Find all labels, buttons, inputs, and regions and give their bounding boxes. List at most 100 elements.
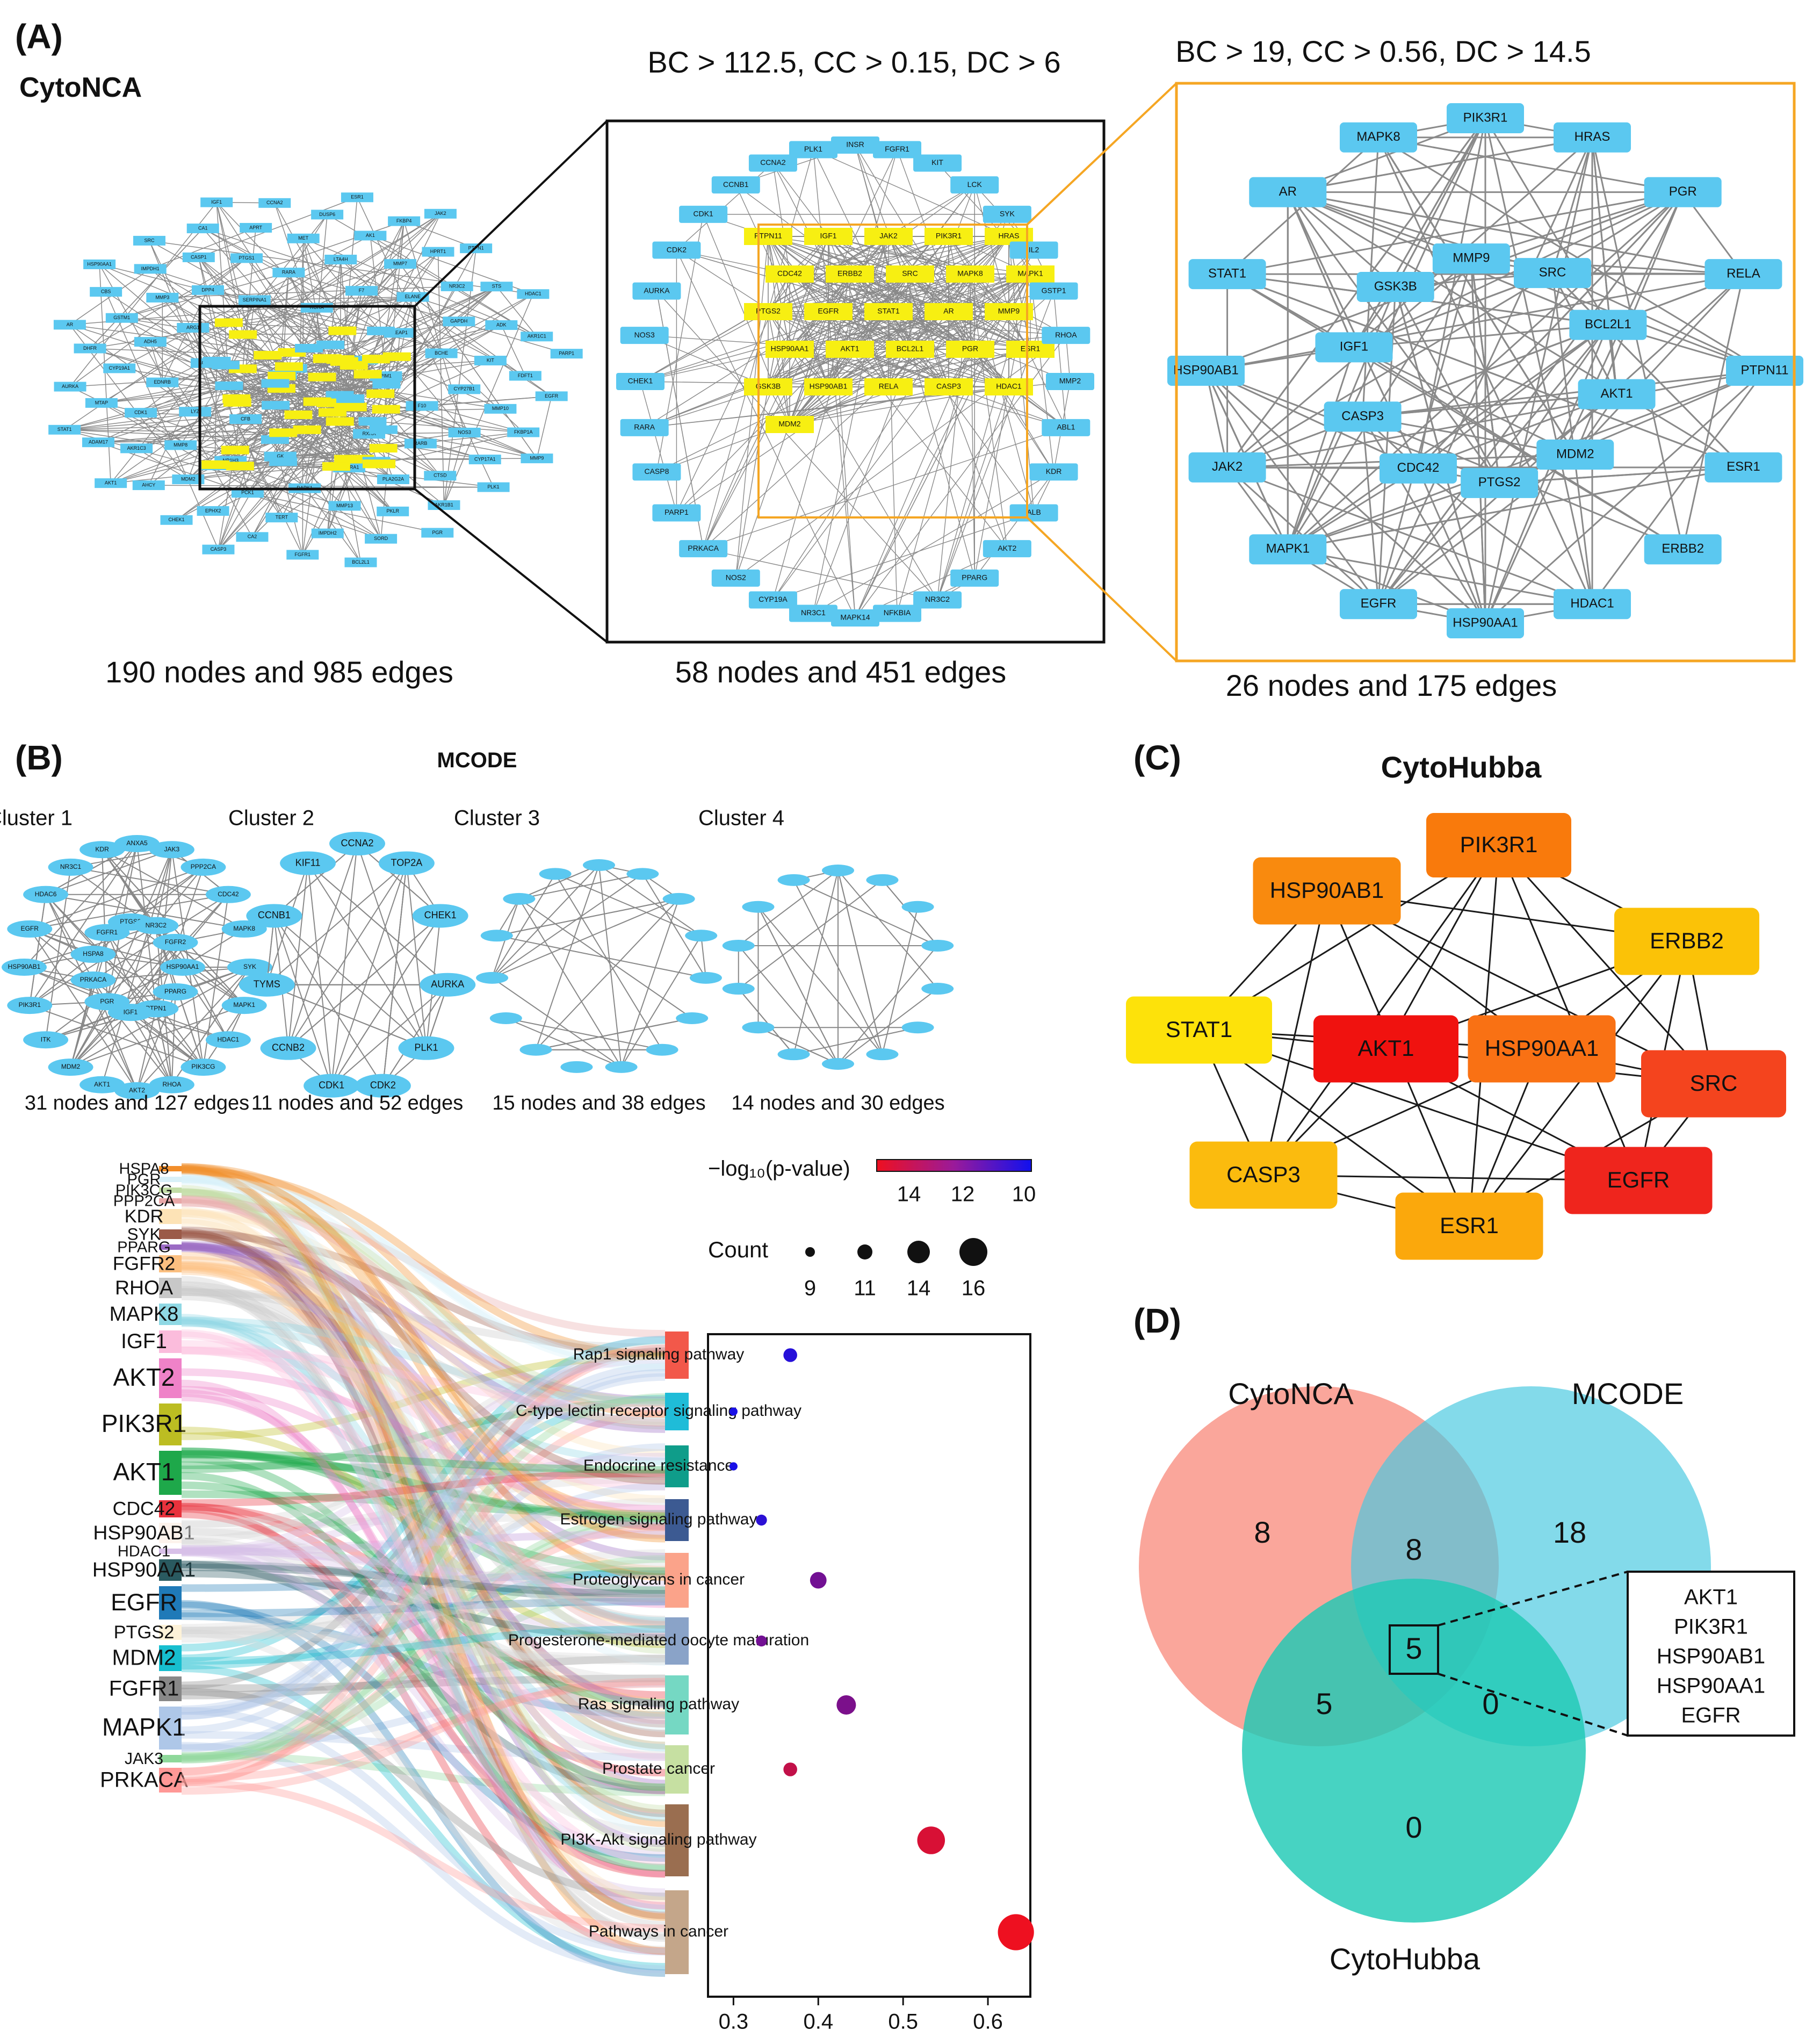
sankey-link [181,1625,666,1665]
network-node [366,389,395,398]
sankey-gene-bar [159,1676,182,1701]
network-edge [307,862,427,1049]
network-edge [620,898,680,1068]
sankey-link [181,1512,666,1761]
cluster-caption: 15 nodes and 38 edges [492,1092,705,1114]
hubba-node [1468,1015,1616,1083]
sankey-gene-label: PPP2CA [113,1193,175,1210]
cluster-node [48,1059,93,1076]
network-node [202,544,235,555]
network-node [477,482,510,492]
sankey-link [181,1208,666,1457]
network-node [507,427,540,437]
sankey-link [181,1451,666,1520]
core-node [1644,177,1722,207]
zoom-line-top [414,120,608,307]
network-node-label: LTA4H [334,256,348,262]
dotplot-point [756,1514,767,1526]
network-node-label: CHEK1 [169,517,185,522]
network-node [831,136,879,154]
network-edge [281,325,502,377]
network-node [950,569,999,587]
network-node-label: AR [67,322,74,327]
hubba-edge [1262,845,1500,1176]
network-node-label: PIM1 [380,373,392,378]
network-node-label: MET [298,235,309,241]
network-node-label: NR3C2 [925,595,950,603]
network-edge [1377,136,1576,455]
network-node [229,330,257,339]
sankey-link [181,1314,666,1822]
network-edge [1591,370,1766,605]
network-node-label: PCK1 [241,490,254,495]
cluster-node [153,983,198,1000]
network-node [353,370,382,379]
pvalue-legend-title: −log₁₀(p-value) [708,1157,850,1181]
sankey-pathway-bar [665,1499,689,1541]
network-node-label: AKR1C3 [127,445,146,451]
sankey-link [181,1347,666,1689]
hubba-node [1313,1015,1458,1083]
network-edge [1205,191,1684,372]
sankey-link [181,1187,666,1750]
network-node-label: MMP2 [1059,377,1081,385]
sankey-gene-bar [159,1549,182,1554]
hubba-node [1426,813,1571,877]
network-node [1042,327,1090,344]
hub-node-label: HDAC1 [996,382,1022,391]
hub-node [744,228,792,245]
cluster-node [70,971,116,989]
network-edge [136,967,250,1091]
network-node-label: ALB [1027,508,1041,516]
sankey-gene-bar [159,1229,182,1239]
cluster-node [23,886,69,903]
network-node-label: IMPDH2 [319,530,337,536]
sankey-gene-label: JAK3 [125,1750,163,1768]
hub-node-label: PGR [962,344,978,353]
sankey-link [181,1503,666,1699]
hubba-edge [1498,845,1640,1181]
core-node [1432,243,1510,274]
network-node [261,435,289,444]
pvalue-colorbar [876,1159,1032,1172]
cluster-node [420,973,476,997]
network-edge [130,1012,172,1085]
network-node-label: ADH5 [144,339,157,344]
network-edge [254,300,381,539]
sankey-link [181,1570,666,1642]
network-edge [1499,466,1744,484]
network-node-label: EPHX2 [205,508,221,513]
sankey-gene-label: FGFR1 [109,1677,179,1701]
network-node-label: MMP7 [393,261,407,266]
cluster-node [114,1082,160,1099]
cluster-node-label: AKT1 [94,1081,110,1088]
network-edge [403,221,465,433]
panel-a-right-threshold: BC > 19, CC > 0.56, DC > 14.5 [1175,34,1591,68]
count-legend-dot [805,1247,815,1257]
network-node-label: CYP19A [759,595,788,603]
cluster-node-label: HSP90AB1 [8,963,41,970]
core-node-label: IGF1 [1340,340,1368,354]
hubba-node-label: HSP90AA1 [1485,1035,1599,1061]
network-edge [69,268,151,325]
cluster-node [80,841,125,859]
network-edge [496,898,520,936]
network-edge [45,942,176,1040]
network-edge [406,863,427,1048]
cluster-node [398,1036,454,1060]
panel-b-tool-title: MCODE [437,748,517,772]
network-edge [1362,416,1486,624]
hubba-node [1395,1192,1543,1260]
network-node-label: ARG1 [186,325,200,330]
sankey-pathway-bar [665,1745,689,1794]
network-edge [735,335,1066,579]
cluster-node [777,1048,810,1061]
cluster-node [304,1074,360,1098]
sankey-link [181,1518,666,1762]
network-edge [970,273,1008,549]
network-edge [1377,273,1744,605]
network-node [262,401,290,410]
network-edge [837,988,938,1064]
sankey-link [181,1207,666,1905]
sankey-link [181,1455,666,1791]
